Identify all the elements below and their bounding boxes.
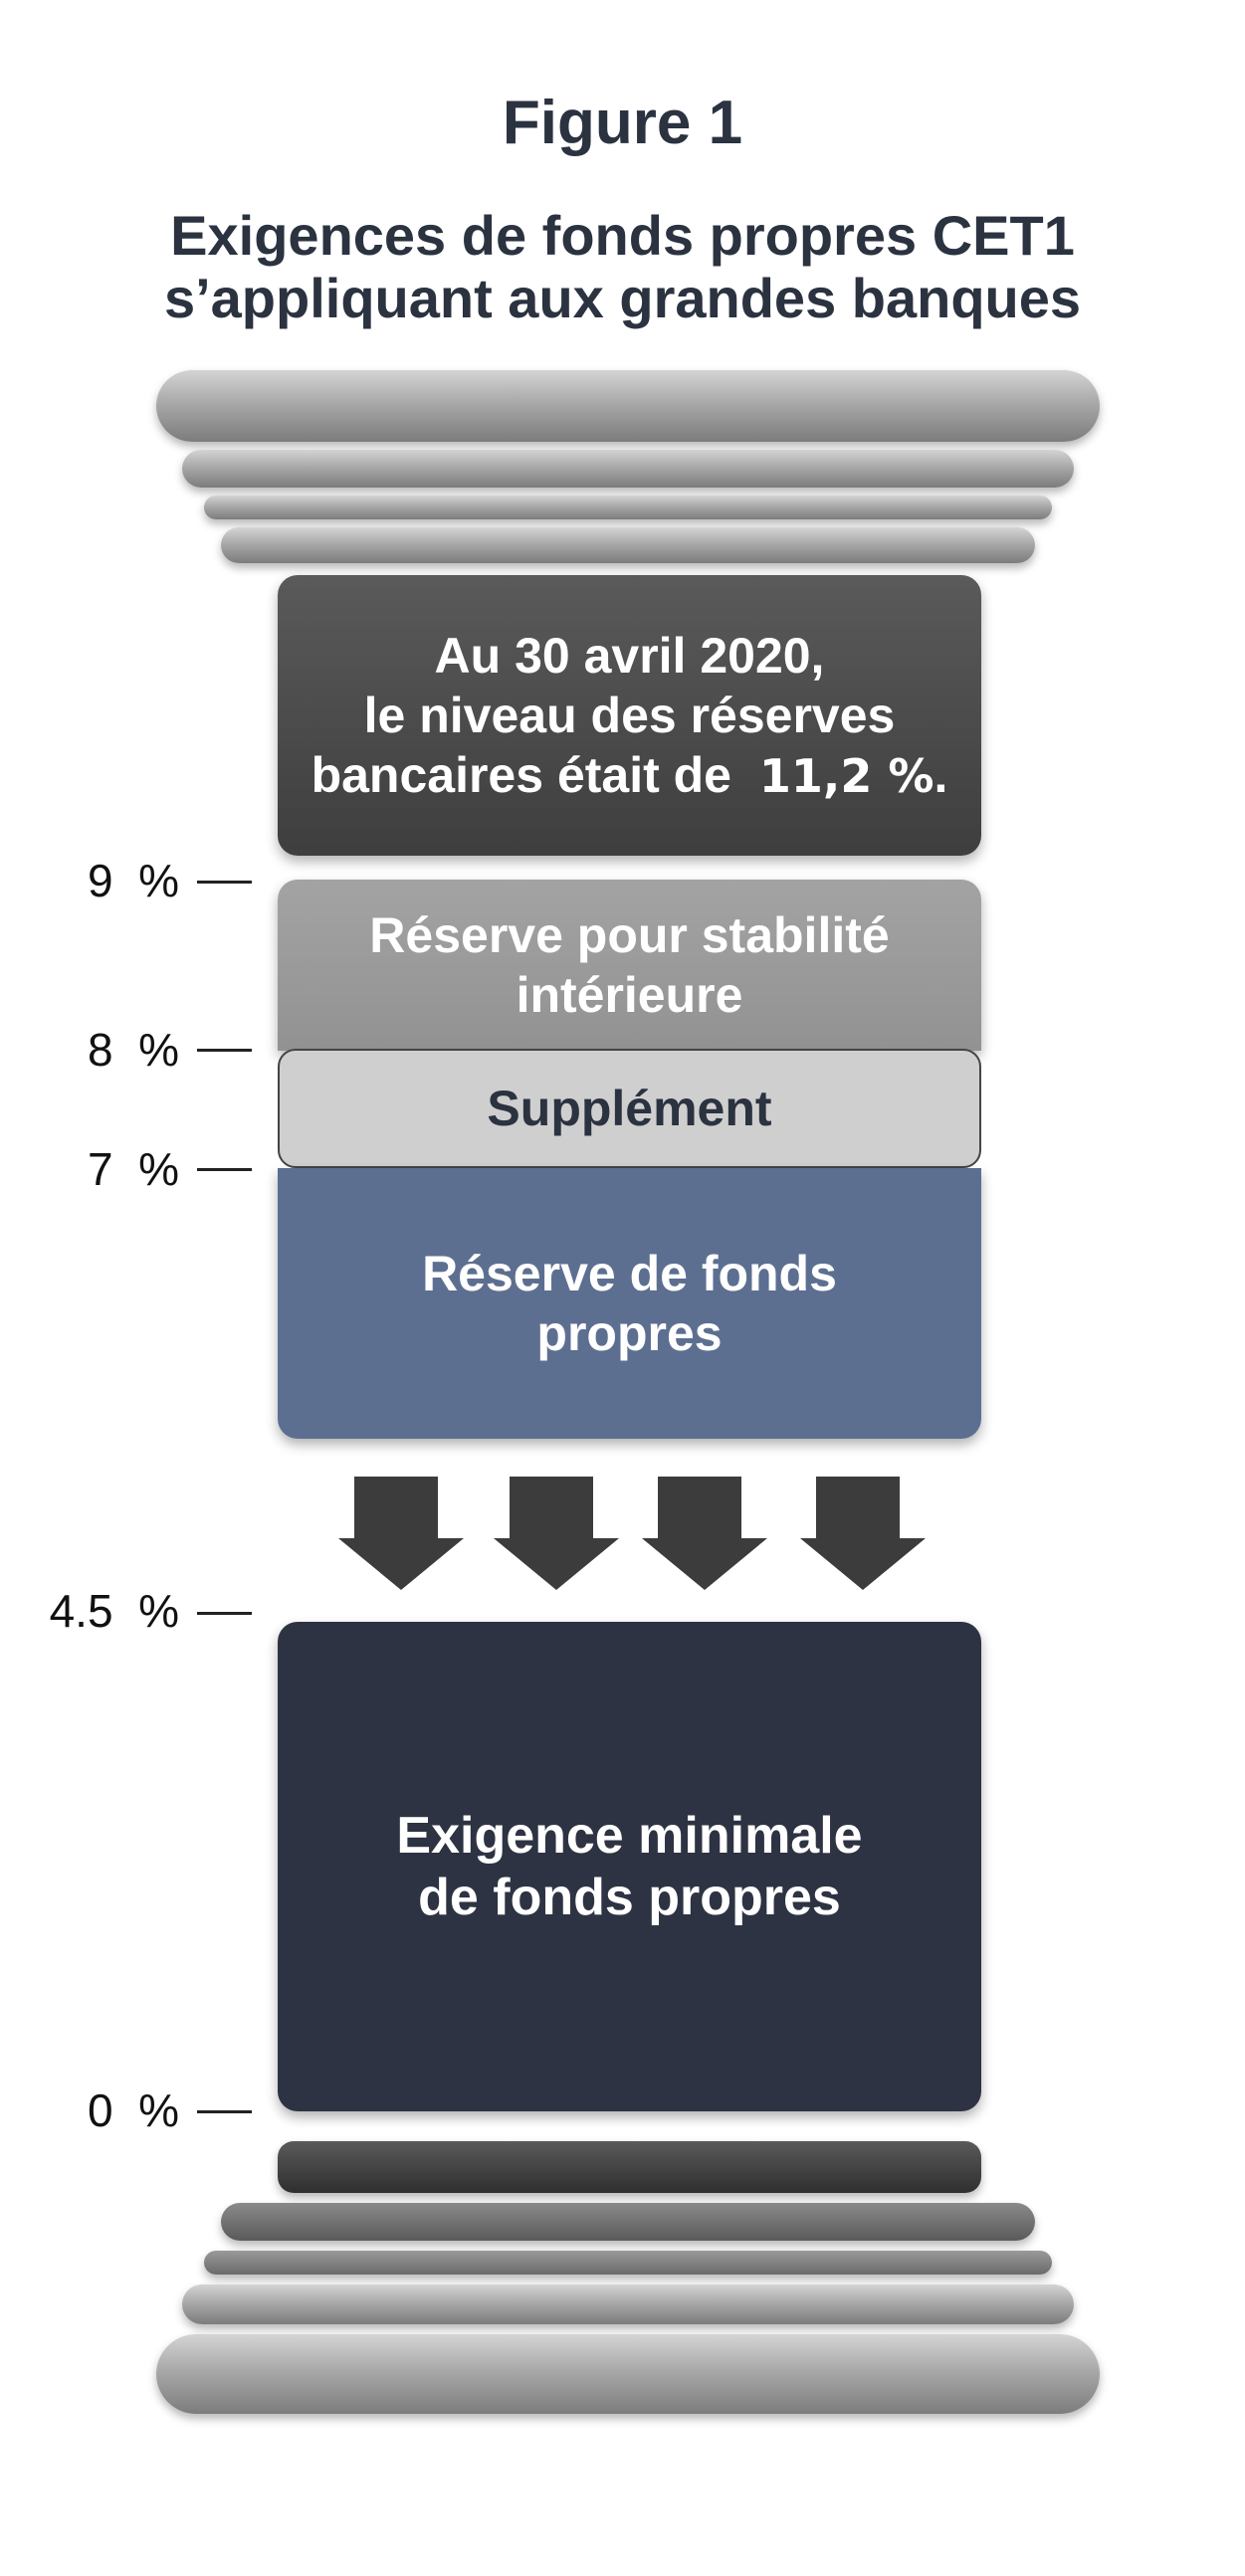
tick-mark-9: [197, 881, 252, 884]
note-line-3: bancaires était de 11,2 %.: [311, 745, 948, 805]
tick-mark-4-5: [197, 1612, 252, 1615]
column-base-slab-5: [156, 2334, 1100, 2414]
domestic-stability-buffer-block: Réserve pour stabilité intérieure: [278, 880, 981, 1051]
column-capital-slab-4: [221, 527, 1035, 563]
down-arrows: [338, 1477, 926, 1590]
column-capital-slab-1: [156, 370, 1100, 442]
column-capital-slab-2: [182, 450, 1074, 488]
column-base-slab-3: [204, 2251, 1052, 2275]
down-arrow-icon: [642, 1477, 767, 1590]
figure-label: Figure 1: [502, 89, 743, 157]
column-base-slab-4: [182, 2284, 1074, 2324]
reserve-level-value: 11,2 %: [758, 749, 934, 803]
column-capital-slab-3: [204, 495, 1052, 519]
capital-conservation-buffer-block: Réserve de fonds propres: [278, 1168, 981, 1439]
minimum-capital-requirement-block: Exigence minimale de fonds propres: [278, 1622, 981, 2111]
stability-line-1: Réserve pour stabilité: [369, 907, 890, 963]
down-arrow-icon: [494, 1477, 619, 1590]
minimum-line-2: de fonds propres: [418, 1869, 841, 1926]
reserve-level-note: Au 30 avril 2020, le niveau des réserves…: [278, 575, 981, 856]
column-base-slab-1: [278, 2141, 981, 2193]
tick-label-7: 7 %: [87, 1143, 179, 1195]
minimum-line-1: Exigence minimale: [396, 1806, 863, 1865]
conservation-line-2: propres: [536, 1305, 723, 1361]
tick-label-8: 8 %: [87, 1024, 179, 1076]
surcharge-block: Supplément: [278, 1049, 981, 1168]
title-line-1: Exigences de fonds propres CET1: [170, 204, 1075, 267]
title-line-2: s’appliquant aux grandes banques: [163, 267, 1082, 330]
tick-label-0: 0 %: [87, 2084, 179, 2136]
tick-label-9: 9 %: [87, 855, 179, 906]
note-period: .: [934, 747, 948, 803]
diagram-title: Exigences de fonds propres CET1 s’appliq…: [0, 204, 1245, 330]
down-arrow-icon: [338, 1477, 464, 1590]
stability-line-2: intérieure: [516, 967, 743, 1023]
surcharge-label: Supplément: [487, 1081, 772, 1136]
note-line-3-prefix: bancaires était de: [311, 747, 731, 803]
tick-mark-0: [197, 2110, 252, 2113]
column-base-slab-2: [221, 2203, 1035, 2241]
down-arrow-icon: [800, 1477, 926, 1590]
tick-mark-8: [197, 1049, 252, 1052]
tick-label-4-5: 4.5 %: [49, 1585, 179, 1637]
note-line-1: Au 30 avril 2020,: [434, 628, 825, 684]
conservation-line-1: Réserve de fonds: [422, 1246, 837, 1301]
tick-mark-7: [197, 1168, 252, 1171]
note-line-2: le niveau des réserves: [363, 688, 896, 743]
